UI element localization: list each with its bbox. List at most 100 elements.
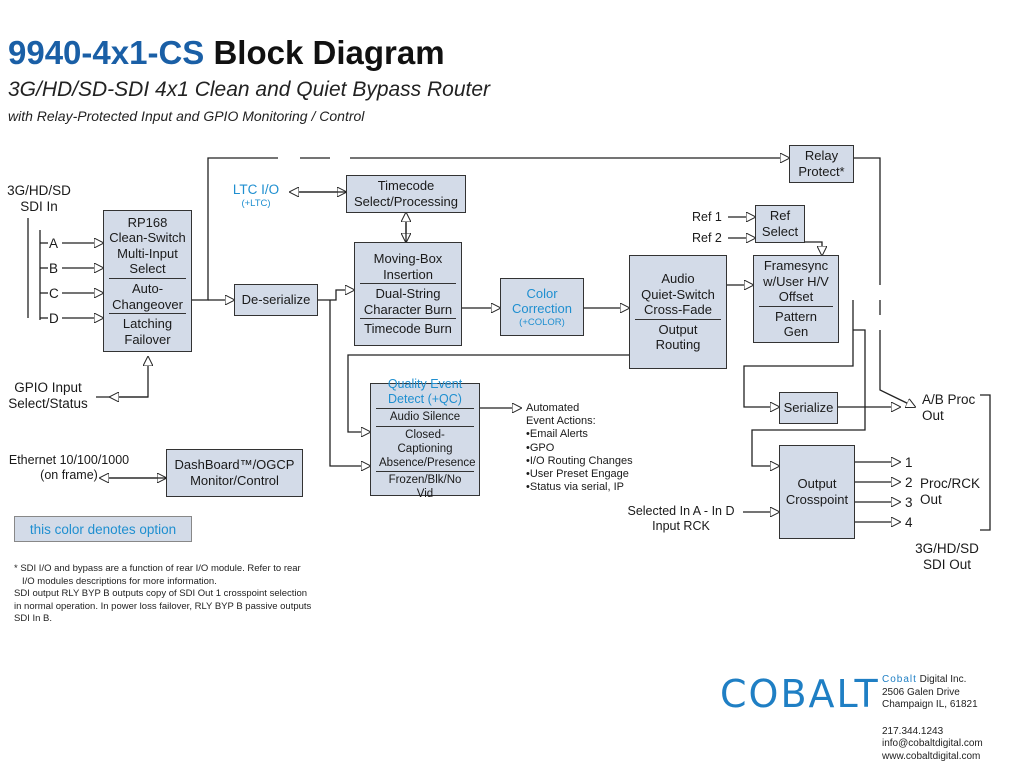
- note-line-3: SDI output RLY BYP B outputs copy of SDI…: [14, 588, 359, 600]
- crosspoint-block: Output Crosspoint: [779, 445, 855, 539]
- closed-captioning-section: Closed-Captioning Absence/Presence: [376, 426, 474, 471]
- sdi-out-label: 3G/HD/SD SDI Out: [905, 541, 989, 573]
- latching-failover-section: Latching Failover: [109, 313, 186, 348]
- ref1-label: Ref 1: [692, 210, 722, 225]
- dashboard-line-1: DashBoard™/OGCP: [167, 457, 302, 473]
- audio-line-1: Audio: [633, 271, 723, 287]
- moving-box-section: Moving-Box Insertion: [355, 250, 461, 283]
- timecode-line-1: Timecode: [347, 178, 465, 194]
- color-line-2: Correction: [501, 301, 583, 317]
- company-brand: Cobalt: [882, 674, 917, 685]
- event-actions: Automated Event Actions: Email Alerts GP…: [526, 402, 633, 494]
- timecode-line-2: Select/Processing: [347, 194, 465, 210]
- framesync-line-1: Framesync: [757, 258, 835, 274]
- deserialize-block: De-serialize: [234, 284, 318, 316]
- qed-line-2: Detect (+QC): [374, 392, 476, 407]
- timecode-burn-section: Timecode Burn: [360, 318, 456, 338]
- qed-line-1: Quality Event: [374, 377, 476, 392]
- serialize-label: Serialize: [780, 400, 837, 416]
- ltc-label: LTC I/O (+LTC): [222, 182, 290, 210]
- framesync-section: Framesync w/User H/V Offset: [754, 257, 838, 306]
- rp168-section: RP168 Clean-Switch Multi-Input Select: [104, 214, 191, 278]
- note-line-4: in normal operation. In power loss failo…: [14, 601, 359, 613]
- dualstring-line-2: Character Burn: [363, 302, 453, 318]
- cc-line-2: Absence/Presence: [379, 457, 471, 471]
- proc-rck-out-label: Proc/RCK Out: [920, 476, 980, 508]
- movingbox-line-2: Insertion: [358, 267, 458, 283]
- sdiout-line-1: 3G/HD/SD: [905, 541, 989, 557]
- gpio-line-1: GPIO Input: [0, 380, 96, 396]
- framesync-block: Framesync w/User H/V Offset Pattern Gen: [753, 255, 839, 343]
- list-item: GPO: [526, 442, 633, 455]
- proc-line-2: Out: [920, 492, 980, 508]
- address-line-2: Champaign IL, 61821: [882, 699, 983, 712]
- framesync-line-2: w/User H/V: [757, 274, 835, 290]
- gpio-label: GPIO Input Select/Status: [0, 380, 96, 412]
- input-d-label: D: [49, 311, 59, 327]
- contact-spacer: [882, 712, 983, 726]
- xpoint-line-1: Output: [780, 476, 854, 492]
- list-item: User Preset Engage: [526, 468, 633, 481]
- rp168-line-2: Clean-Switch: [107, 230, 188, 246]
- list-item: I/O Routing Changes: [526, 455, 633, 468]
- ab-line-1: A/B Proc: [922, 392, 975, 408]
- audio-line-2: Quiet-Switch: [633, 287, 723, 303]
- patgen-label: Pattern Gen: [762, 309, 830, 340]
- auto-line-1: Auto-: [112, 281, 183, 297]
- color-option-tag: (+COLOR): [501, 317, 583, 328]
- input-b-label: B: [49, 261, 58, 277]
- gpio-line-2: Select/Status: [0, 396, 96, 412]
- out-1-label: 1: [905, 455, 913, 471]
- company-contact: Cobalt Digital Inc. 2506 Galen Drive Cha…: [882, 674, 983, 763]
- tcburn-label: Timecode Burn: [363, 321, 453, 337]
- auto-line-2: Changeover: [112, 297, 183, 313]
- ltc-text: LTC I/O: [222, 182, 290, 198]
- company-name: Cobalt Digital Inc.: [882, 674, 983, 687]
- color-correction-block: Color Correction (+COLOR): [500, 278, 584, 336]
- deserialize-label: De-serialize: [235, 292, 317, 308]
- cobalt-logo: COBALT: [720, 672, 880, 716]
- latch-line-2: Failover: [112, 332, 183, 348]
- sel-line-2: Input RCK: [622, 519, 740, 534]
- output-routing-section: Output Routing: [635, 319, 721, 354]
- footnotes: * SDI I/O and bypass are a function of r…: [14, 563, 359, 626]
- dualstring-line-1: Dual-String: [363, 286, 453, 302]
- qed-section: Quality Event Detect (+QC): [371, 376, 479, 408]
- proc-line-1: Proc/RCK: [920, 476, 980, 492]
- dashboard-line-2: Monitor/Control: [167, 473, 302, 489]
- auto-changeover-section: Auto- Changeover: [109, 278, 186, 313]
- latch-line-1: Latching: [112, 316, 183, 332]
- pattern-gen-section: Pattern Gen: [759, 306, 833, 341]
- sdi-in-line-1: 3G/HD/SD: [0, 183, 78, 199]
- quality-event-block: Quality Event Detect (+QC) Audio Silence…: [370, 383, 480, 496]
- sdiout-line-2: SDI Out: [905, 557, 989, 573]
- events-title-1: Automated: [526, 402, 633, 415]
- dual-string-section: Dual-String Character Burn: [360, 283, 456, 318]
- color-line-1: Color: [501, 286, 583, 302]
- list-item: Email Alerts: [526, 428, 633, 441]
- input-c-label: C: [49, 286, 59, 302]
- list-item: Status via serial, IP: [526, 481, 633, 494]
- note-line-5: SDI In B.: [14, 613, 359, 625]
- rp168-line-4: Select: [107, 261, 188, 277]
- outrouting-line-2: Routing: [638, 337, 718, 353]
- note-line-2: I/O modules descriptions for more inform…: [14, 576, 359, 588]
- audio-line-3: Cross-Fade: [633, 302, 723, 318]
- ltc-option-tag: (+LTC): [222, 198, 290, 209]
- events-title-2: Event Actions:: [526, 415, 633, 428]
- company-name-rest: Digital Inc.: [917, 674, 966, 685]
- out-2-label: 2: [905, 475, 913, 491]
- outrouting-line-1: Output: [638, 322, 718, 338]
- audio-block: Audio Quiet-Switch Cross-Fade Output Rou…: [629, 255, 727, 369]
- website-link[interactable]: www.cobaltdigital.com: [882, 751, 983, 763]
- rp168-line-3: Multi-Input: [107, 246, 188, 262]
- refsel-line-2: Select: [756, 224, 804, 240]
- cc-line-1: Closed-Captioning: [379, 429, 471, 457]
- movingbox-line-1: Moving-Box: [358, 251, 458, 267]
- frozen-label: Frozen/Blk/No Vid: [379, 474, 471, 502]
- out-4-label: 4: [905, 515, 913, 531]
- phone-number: 217.344.1243: [882, 726, 983, 739]
- refsel-line-1: Ref: [756, 208, 804, 224]
- xpoint-line-2: Crosspoint: [780, 492, 854, 508]
- email-link[interactable]: info@cobaltdigital.com: [882, 738, 983, 751]
